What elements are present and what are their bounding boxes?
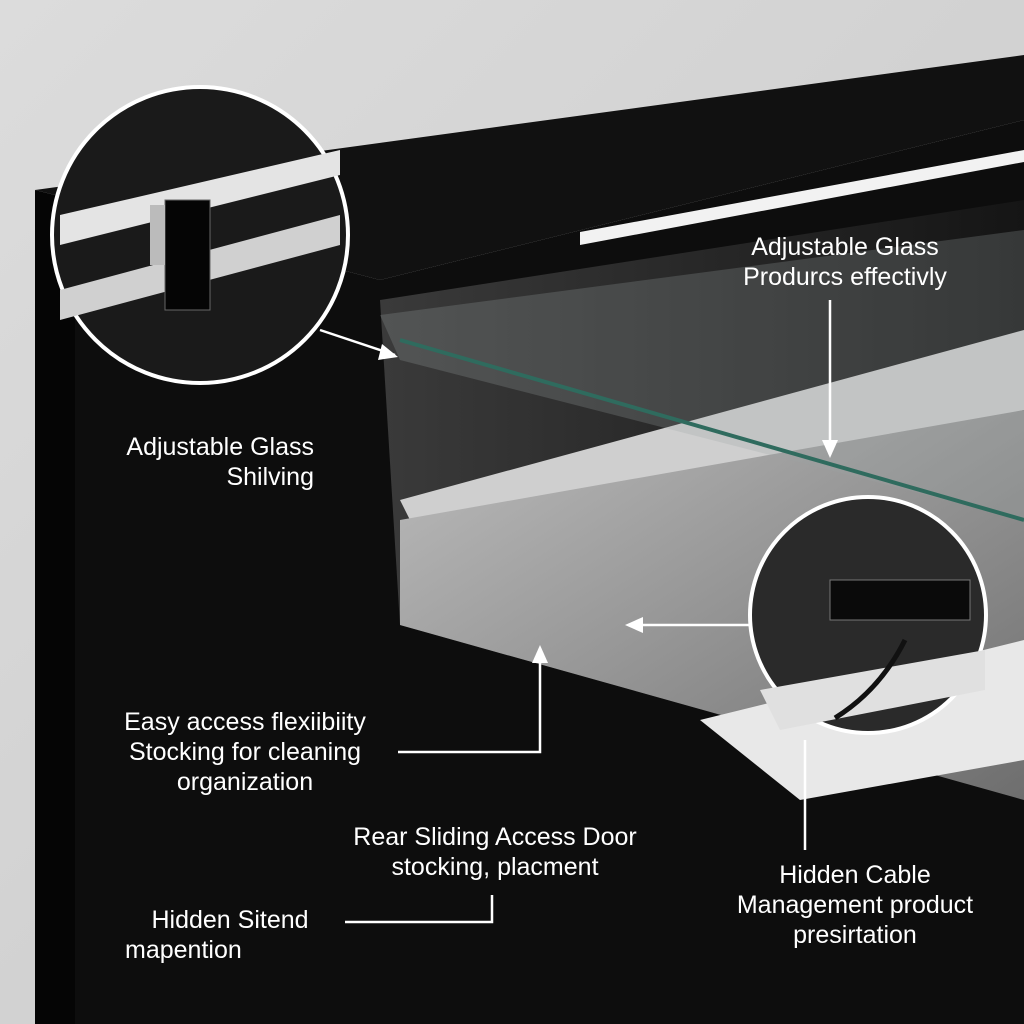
label-rear-door: Rear Sliding Access Door stocking, placm… bbox=[353, 823, 637, 881]
label-glass-top: Adjustable Glass Produrcs effectivly bbox=[743, 233, 947, 291]
leader-rear-door bbox=[345, 895, 494, 924]
led-light-bar bbox=[580, 150, 1024, 245]
label-glass-shelving: Adjustable Glass Shilving bbox=[126, 433, 314, 491]
label-hidden-sitend: Hidden Sitend mapention bbox=[125, 906, 309, 964]
label-hidden-cable: Hidden Cable Management product presirta… bbox=[736, 861, 974, 949]
glass-shelf bbox=[380, 230, 1024, 520]
glass-shelf-edge bbox=[399, 338, 1024, 522]
leader-easy-access bbox=[398, 650, 542, 754]
label-easy-access: Easy access flexiibiity Stocking for cle… bbox=[124, 708, 366, 796]
cabinet-left-side bbox=[35, 190, 75, 1024]
